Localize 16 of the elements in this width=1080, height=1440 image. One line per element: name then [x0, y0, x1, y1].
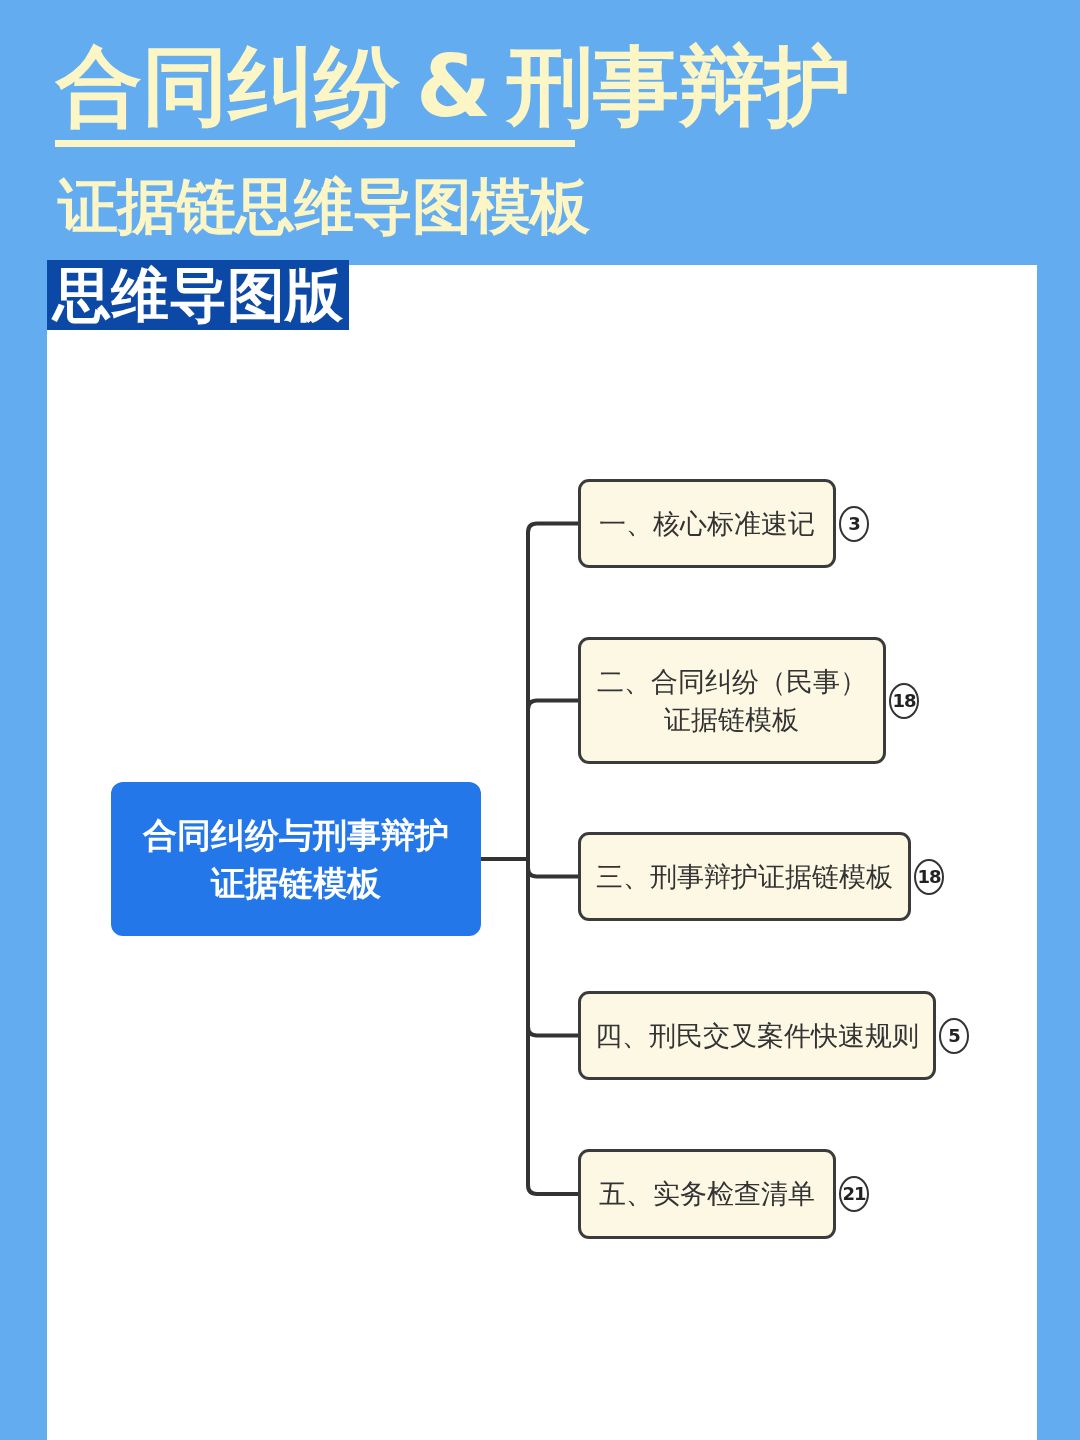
topic-text: 四、刑民交叉案件快速规则 — [595, 1018, 919, 1053]
topic-text: 三、刑事辩护证据链模板 — [596, 859, 893, 894]
page-title: 合同纠纷 & 刑事辩护 — [56, 35, 851, 138]
topic-box — [578, 637, 886, 764]
connector-line — [481, 857, 578, 1196]
central-topic-text: 合同纠纷与刑事辩护证据链模板 — [141, 814, 450, 905]
topic-box — [578, 991, 936, 1080]
topic-text: 五、实务检查清单 — [599, 1177, 815, 1211]
topic-text: 二、合同纠纷（民事）证据链模板 — [596, 664, 868, 737]
topic-box — [578, 479, 836, 568]
topic-box — [578, 832, 911, 921]
topic-box — [578, 1149, 836, 1239]
central-topic-box — [111, 782, 481, 936]
page-subtitle: 证据链思维导图模板 — [58, 170, 589, 243]
version-tag: 思维导图版 — [47, 260, 349, 330]
topic-text: 一、核心标准速记 — [599, 506, 815, 541]
